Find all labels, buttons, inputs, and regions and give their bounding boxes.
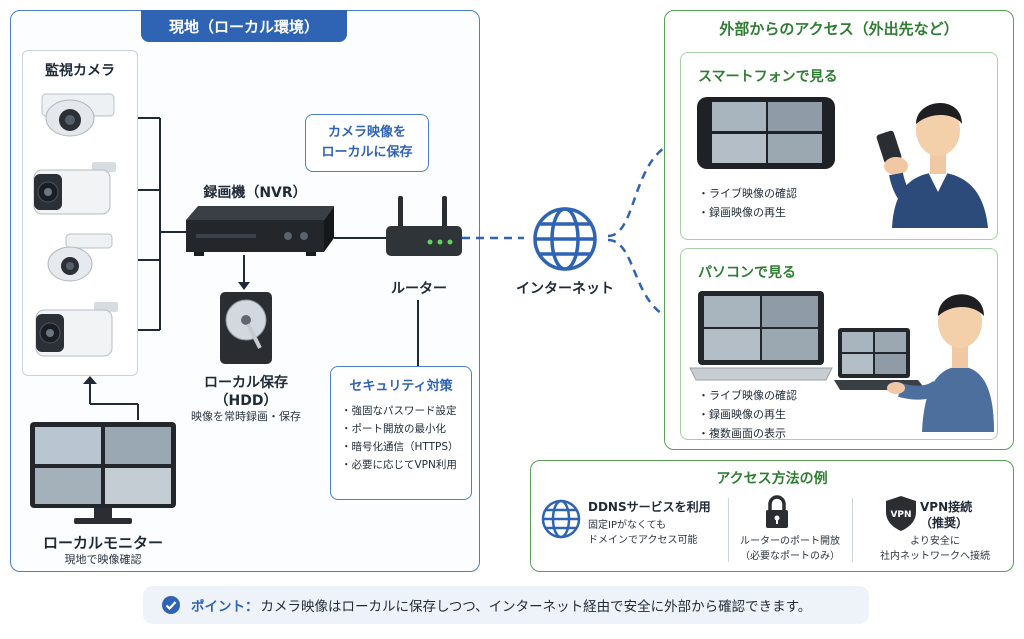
key-point-label: ポイント： bbox=[191, 599, 259, 615]
vpn-title: VPN接続 bbox=[920, 500, 973, 514]
pc-feature-item: 複数画面の表示 bbox=[698, 424, 797, 443]
router-icon bbox=[386, 196, 462, 256]
smartphone-feature-item: ライブ映像の確認 bbox=[698, 184, 797, 203]
local-monitor-label: ローカルモニター bbox=[42, 534, 163, 552]
padlock-icon bbox=[766, 495, 788, 528]
key-point-text: カメラ映像はローカルに保存しつつ、インターネット経由で安全に外部から確認できます… bbox=[260, 599, 812, 615]
local-panel-title: 現地（ローカル環境） bbox=[141, 10, 347, 42]
vpn-title-sub: （推奨） bbox=[920, 516, 969, 530]
smartphone-card-title: スマートフォンで見る bbox=[698, 69, 838, 85]
vpn-description: より安全に 社内ネットワークへ接続 bbox=[862, 534, 1008, 564]
smartphone-screen-icon bbox=[697, 97, 835, 169]
person-at-laptop-icon bbox=[834, 294, 994, 432]
laptop-icon bbox=[689, 291, 833, 381]
local-monitor-description: 現地で映像確認 bbox=[64, 553, 142, 566]
access-methods-title: アクセス方法の例 bbox=[716, 471, 828, 487]
nvr-recorder-icon bbox=[186, 206, 334, 256]
nvr-label: 録画機（NVR） bbox=[203, 185, 307, 201]
pc-feature-item: ライブ映像の確認 bbox=[698, 386, 797, 405]
vpn-desc-line: 社内ネットワークへ接続 bbox=[880, 551, 990, 562]
security-measures-box: セキュリティ対策 強固なパスワード設定 ポート開放の最小化 暗号化通信（HTTP… bbox=[330, 366, 472, 500]
pc-feature-list: ライブ映像の確認 録画映像の再生 複数画面の表示 bbox=[698, 386, 797, 443]
security-item: 強固なパスワード設定 bbox=[341, 402, 461, 420]
security-item: 暗号化通信（HTTPS） bbox=[341, 438, 461, 456]
save-locally-callout: カメラ映像を ローカルに保存 bbox=[305, 114, 429, 172]
port-desc-line: ルーターのポート開放 bbox=[740, 536, 840, 547]
router-label: ルーター bbox=[391, 281, 447, 297]
ddns-desc-line: 固定IPがなくても bbox=[588, 520, 667, 531]
smartphone-feature-list: ライブ映像の確認 録画映像の再生 bbox=[698, 184, 797, 222]
bullet-camera-icon bbox=[35, 302, 118, 357]
internet-label: インターネット bbox=[516, 281, 614, 297]
access-divider bbox=[728, 498, 729, 562]
external-panel-title: 外部からのアクセス（外出先など） bbox=[719, 20, 959, 38]
security-title: セキュリティ対策 bbox=[349, 379, 453, 394]
vpn-shield-icon: VPN bbox=[886, 496, 916, 531]
internet-globe-icon bbox=[533, 207, 597, 271]
security-item: ポート開放の最小化 bbox=[341, 420, 461, 438]
port-description: ルーターのポート開放 （必要なポートのみ） bbox=[730, 534, 850, 564]
person-with-smartphone-icon bbox=[876, 102, 988, 228]
hdd-label-sub: （HDD） bbox=[214, 393, 278, 409]
key-point-bar: ポイント： カメラ映像はローカルに保存しつつ、インターネット経由で安全に外部から… bbox=[143, 586, 869, 624]
bullet-camera-icon bbox=[33, 162, 116, 215]
security-list: 強固なパスワード設定 ポート開放の最小化 暗号化通信（HTTPS） 必要に応じて… bbox=[341, 402, 461, 474]
hdd-description: 映像を常時録画・保存 bbox=[191, 410, 301, 423]
pc-feature-item: 録画映像の再生 bbox=[698, 405, 797, 424]
security-item: 必要に応じてVPN利用 bbox=[341, 456, 461, 474]
save-callout-line: カメラ映像を bbox=[327, 124, 406, 140]
save-callout-line: ローカルに保存 bbox=[321, 145, 413, 160]
turret-camera-icon bbox=[47, 233, 113, 282]
dome-camera-icon bbox=[41, 93, 115, 137]
check-circle-icon bbox=[162, 596, 180, 614]
access-divider bbox=[852, 498, 853, 562]
hard-drive-icon bbox=[220, 292, 272, 364]
ddns-globe-icon bbox=[541, 499, 581, 539]
hdd-label: ローカル保存 bbox=[204, 375, 288, 391]
camera-group-title: 監視カメラ bbox=[45, 63, 115, 79]
vpn-desc-line: より安全に bbox=[910, 536, 960, 547]
local-monitor-icon bbox=[30, 422, 176, 524]
pc-card-title: パソコンで見る bbox=[698, 265, 796, 281]
port-desc-line: （必要なポートのみ） bbox=[740, 551, 840, 562]
smartphone-feature-item: 録画映像の再生 bbox=[698, 203, 797, 222]
ddns-description: 固定IPがなくても ドメインでアクセス可能 bbox=[588, 518, 724, 548]
vpn-shield-badge-text: VPN bbox=[890, 510, 911, 520]
ddns-desc-line: ドメインでアクセス可能 bbox=[588, 535, 698, 546]
ddns-title: DDNSサービスを利用 bbox=[588, 500, 711, 514]
